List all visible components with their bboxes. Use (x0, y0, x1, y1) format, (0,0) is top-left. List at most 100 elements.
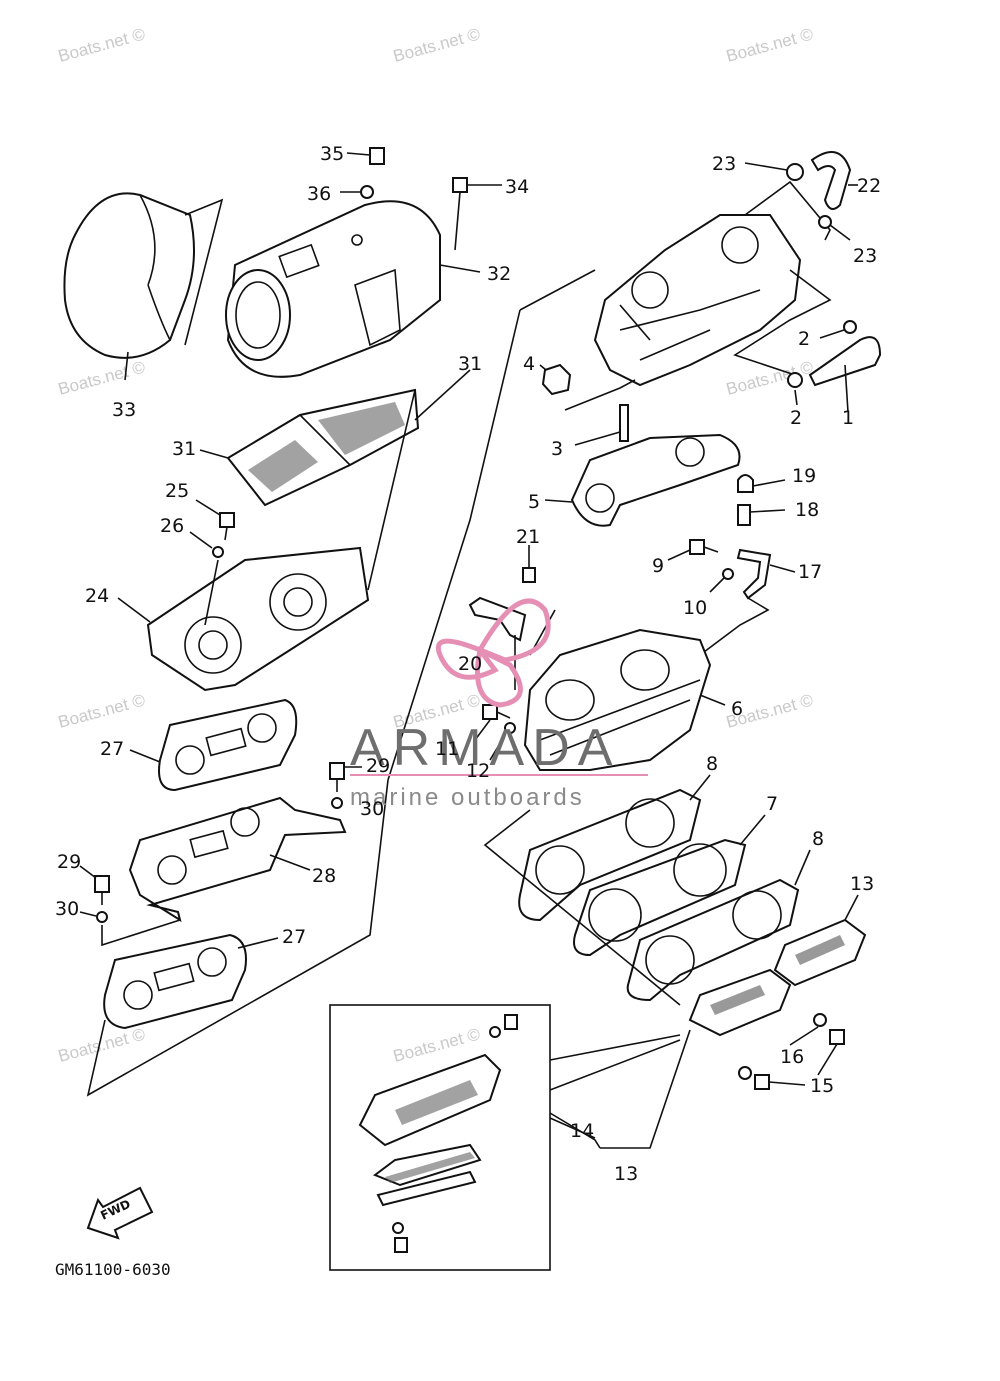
screw-shank (224, 526, 228, 541)
guide-line (101, 919, 181, 947)
callout-33: 33 (112, 399, 136, 421)
callout-29: 29 (366, 755, 390, 777)
carb-throat-2 (721, 226, 759, 264)
screen-mesh (248, 440, 318, 492)
leader-line (769, 564, 796, 573)
fitting-part (737, 504, 751, 526)
bolt-shank (703, 546, 719, 553)
plate-hole (157, 855, 187, 885)
reed-petal-detail (376, 1170, 477, 1207)
leader-line (829, 224, 851, 241)
alignment-line (387, 269, 596, 781)
guide-line (699, 597, 770, 656)
cap-part (737, 474, 754, 493)
intake-boot-part (63, 192, 195, 359)
callout-labels: 1 2 2 3 4 5 6 7 8 8 9 10 11 12 13 13 14 … (55, 143, 881, 1185)
bolt-part (829, 1029, 845, 1045)
callout-36: 36 (307, 183, 331, 205)
callout-34: 34 (505, 176, 529, 198)
leader-line (749, 509, 786, 513)
callout-16: 16 (780, 1046, 804, 1068)
callout-21: 21 (516, 526, 540, 548)
gasket-slot (153, 962, 195, 992)
leader-line (79, 911, 97, 917)
callout-11: 11 (435, 738, 459, 760)
callout-6: 6 (731, 698, 743, 720)
case-vent-right (269, 573, 327, 631)
bracket-part (736, 548, 772, 600)
gasket-part (158, 698, 298, 792)
leader-line (817, 1043, 838, 1076)
washer-part (212, 546, 224, 558)
leader-line (439, 264, 481, 273)
washer-part (96, 911, 108, 923)
watermark: Boats.net © (56, 357, 147, 399)
hose-clamp-part (843, 320, 857, 334)
manifold-ribs (539, 679, 701, 756)
bolt-part (482, 704, 498, 720)
callout-35: 35 (320, 143, 344, 165)
guide-line (86, 779, 389, 1097)
guide-line (744, 180, 831, 241)
plate-hole (673, 843, 727, 897)
leader-line (269, 854, 311, 871)
callout-8: 8 (706, 753, 718, 775)
callout-14: 14 (570, 1120, 594, 1142)
plate-hole (588, 888, 642, 942)
fuel-hose-part (808, 336, 882, 387)
bolt-shank (496, 711, 511, 719)
callout-24: 24 (85, 585, 109, 607)
gasket-hole (732, 890, 782, 940)
leader-line (709, 577, 725, 593)
gasket-hole (247, 713, 277, 743)
callout-30: 30 (360, 798, 384, 820)
leader-line (574, 431, 621, 446)
callout-12: 12 (466, 760, 490, 782)
silencer-port (351, 234, 363, 246)
silencer-outlet (354, 268, 401, 347)
guide-line (733, 269, 832, 376)
leader-line (667, 549, 691, 561)
reed-gasket-part (626, 878, 800, 1002)
hose-clamp-part (787, 372, 803, 388)
leader-line (699, 694, 726, 706)
leader-line (489, 734, 506, 761)
callout-1: 1 (842, 407, 854, 429)
callout-32: 32 (487, 263, 511, 285)
case-vent-left (184, 616, 242, 674)
leader-line (237, 937, 279, 949)
carburetor-assembly (468, 151, 882, 771)
reed-block-petals (710, 985, 765, 1015)
callout-3: 3 (551, 438, 563, 460)
gasket-hole (625, 798, 675, 848)
bolt-part (754, 1074, 770, 1090)
plug-screw-part (369, 147, 385, 165)
leader-line (79, 865, 97, 879)
brand-name: ARMADA (350, 719, 620, 777)
gasket-hole (175, 745, 205, 775)
callout-9: 9 (652, 555, 664, 577)
reed-valve-inset (329, 1004, 681, 1271)
guide-line (204, 389, 416, 626)
reed-stopper-hatch (385, 1152, 475, 1183)
watermark: Boats.net © (724, 24, 815, 66)
callout-29: 29 (57, 851, 81, 873)
leader-line (474, 719, 491, 741)
callout-23: 23 (712, 153, 736, 175)
callout-31: 31 (458, 353, 482, 375)
inset-frame (329, 1004, 551, 1271)
leader-line (539, 364, 547, 371)
inset-leader (549, 1034, 681, 1091)
manifold-port-2 (620, 649, 670, 691)
guide-line (483, 809, 681, 1006)
callout-28: 28 (312, 865, 336, 887)
gasket-hole (535, 845, 585, 895)
stud-part (619, 404, 629, 442)
callout-23: 23 (853, 245, 877, 267)
callout-20: 20 (458, 653, 482, 675)
reed-block-petals (795, 935, 845, 965)
gasket-hole (675, 437, 705, 467)
hose-clamp-part (786, 163, 804, 181)
washer-part (392, 1222, 404, 1234)
